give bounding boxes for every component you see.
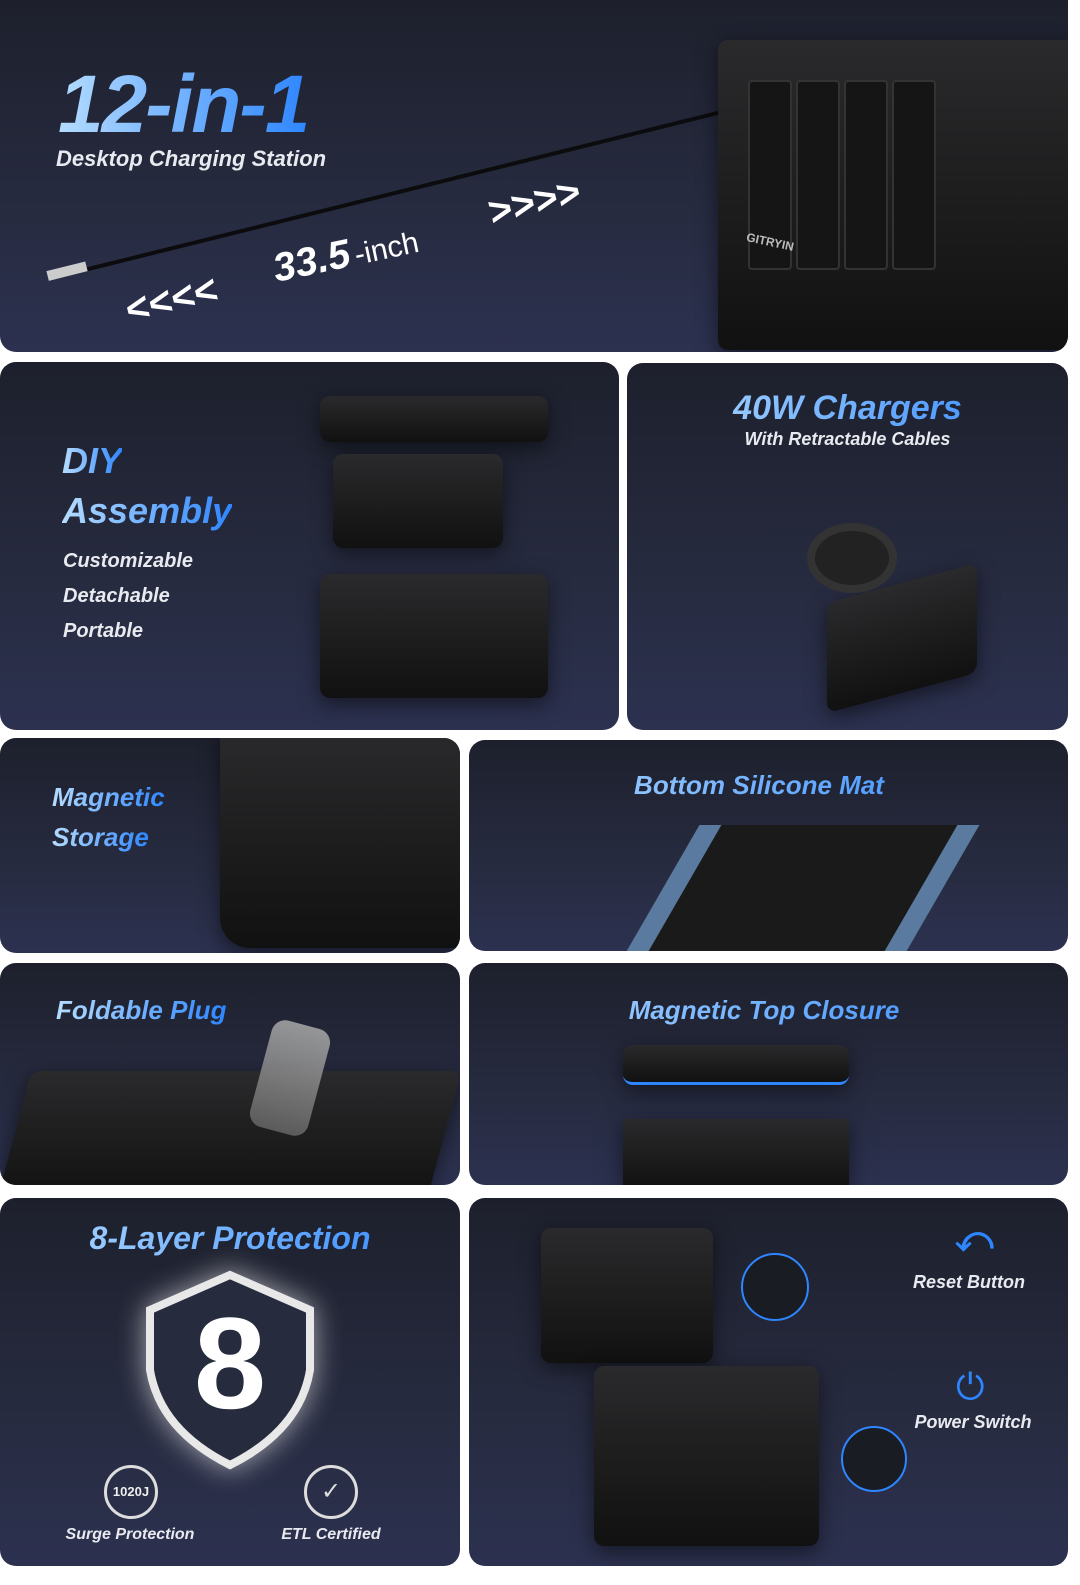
controls-panel: ⤺ Reset Button ⏻ Power Switch [469, 1198, 1068, 1566]
mat-title: Bottom Silicone Mat [469, 770, 1049, 801]
chargers-subtitle: With Retractable Cables [744, 429, 951, 449]
plug-panel: Foldable Plug [0, 963, 460, 1185]
reset-label: Reset Button [913, 1272, 1025, 1292]
etl-label: ETL Certified [281, 1526, 381, 1543]
diy-feature: Detachable [63, 585, 170, 607]
silicone-mat-image [618, 825, 980, 951]
reset-zoom-circle [741, 1253, 809, 1321]
surge-badge: 1020J [104, 1465, 158, 1519]
shield-icon [146, 1270, 314, 1470]
charger-modules-image [333, 454, 503, 548]
mat-panel: Bottom Silicone Mat [469, 740, 1068, 951]
diy-feature: Customizable [63, 550, 194, 572]
chargers-panel: 40W Chargers With Retractable Cables [627, 363, 1068, 730]
hero-panel: 12-in-1 Desktop Charging Station <<<< >>… [0, 0, 1068, 352]
hero-title: 12-in-1 [58, 59, 310, 150]
shield-check-icon: ✓ [304, 1465, 358, 1519]
chargers-title: 40W Chargers [627, 389, 1068, 428]
storage-title-line2: Storage [52, 822, 149, 852]
storage-image [220, 738, 460, 948]
protection-title: 8-Layer Protection [0, 1220, 460, 1257]
closure-panel: Magnetic Top Closure [469, 963, 1068, 1185]
charging-station-image: GITRYIN [718, 40, 1068, 350]
surge-label: Surge Protection [65, 1526, 195, 1543]
charging-station-image [594, 1366, 819, 1546]
magnetic-storage-panel: Magnetic Storage [0, 738, 460, 953]
diy-title-line1: DIY [62, 440, 123, 481]
power-icon: ⏻ [956, 1366, 985, 1407]
top-lid-image [623, 1045, 849, 1085]
base-image [320, 574, 548, 698]
diy-feature: Portable [63, 620, 144, 642]
shield-number: 8 [193, 1290, 267, 1436]
reset-icon: ⤺ [955, 1218, 994, 1259]
outlet-unit-image [541, 1228, 713, 1363]
plug-image [0, 1071, 460, 1185]
power-zoom-circle [841, 1426, 907, 1492]
plug-title: Foldable Plug [56, 995, 227, 1025]
base-image [623, 1119, 849, 1185]
cable-reel-image [807, 523, 897, 593]
storage-title-line1: Magnetic [52, 782, 165, 812]
closure-title: Magnetic Top Closure [469, 995, 1059, 1026]
diy-panel: DIY Assembly Customizable Detachable Por… [0, 362, 619, 730]
hero-subtitle: Desktop Charging Station [56, 146, 327, 171]
top-lid-image [320, 396, 548, 442]
cable [46, 98, 771, 281]
protection-panel: 8-Layer Protection 8 1020J Surge Protect… [0, 1198, 460, 1566]
power-label: Power Switch [914, 1412, 1032, 1432]
diy-title-line2: Assembly [62, 490, 233, 531]
